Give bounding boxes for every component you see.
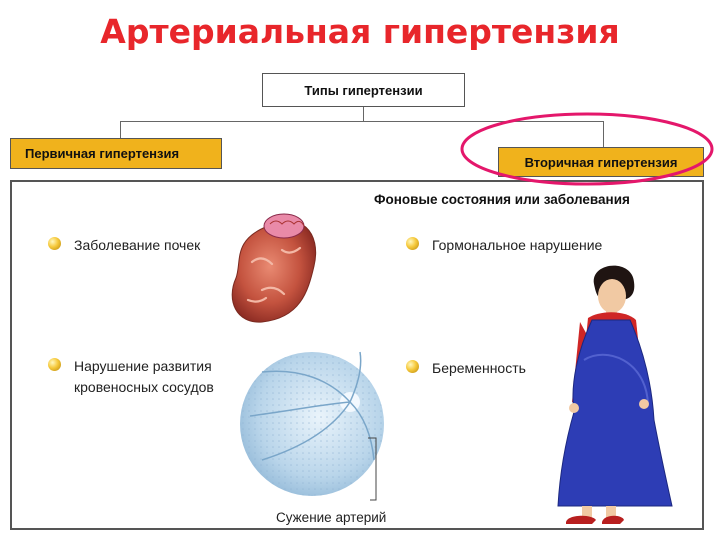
kidney-illustration xyxy=(231,213,317,323)
slide-title: Артериальная гипертензия xyxy=(100,12,620,51)
retina-illustration xyxy=(240,351,384,496)
conditions-panel-title: Фоновые состояния или заболевания xyxy=(374,192,630,207)
bullet-dot-icon xyxy=(406,237,419,250)
list-item-vascular-development: Нарушение развития кровеносных сосудов xyxy=(48,356,214,398)
connector-root-down xyxy=(363,107,364,121)
bullet-dot-icon xyxy=(48,237,61,250)
primary-hypertension-box: Первичная гипертензия xyxy=(10,138,222,169)
list-item-hormonal-disorder: Гормональное нарушение xyxy=(406,235,602,256)
hypertension-types-box: Типы гипертензии xyxy=(262,73,465,107)
arterial-narrowing-caption: Сужение артерий xyxy=(276,510,387,525)
list-item-kidney-disease: Заболевание почек xyxy=(48,235,200,256)
connector-left-down xyxy=(120,121,121,138)
item-label: Нарушение развития кровеносных сосудов xyxy=(74,358,214,395)
list-item-pregnancy: Беременность xyxy=(406,358,526,379)
connector-right-down xyxy=(603,121,604,147)
bullet-dot-icon xyxy=(48,358,61,371)
item-label: Гормональное нарушение xyxy=(432,237,603,253)
bullet-dot-icon xyxy=(406,360,419,373)
highlight-ellipse xyxy=(460,112,714,186)
secondary-hypertension-box: Вторичная гипертензия xyxy=(498,147,704,177)
connector-horizontal xyxy=(120,121,604,122)
caption-leader-line xyxy=(368,437,377,501)
item-label: Беременность xyxy=(432,360,526,376)
pregnant-woman-illustration xyxy=(557,265,673,524)
item-label: Заболевание почек xyxy=(74,237,201,253)
